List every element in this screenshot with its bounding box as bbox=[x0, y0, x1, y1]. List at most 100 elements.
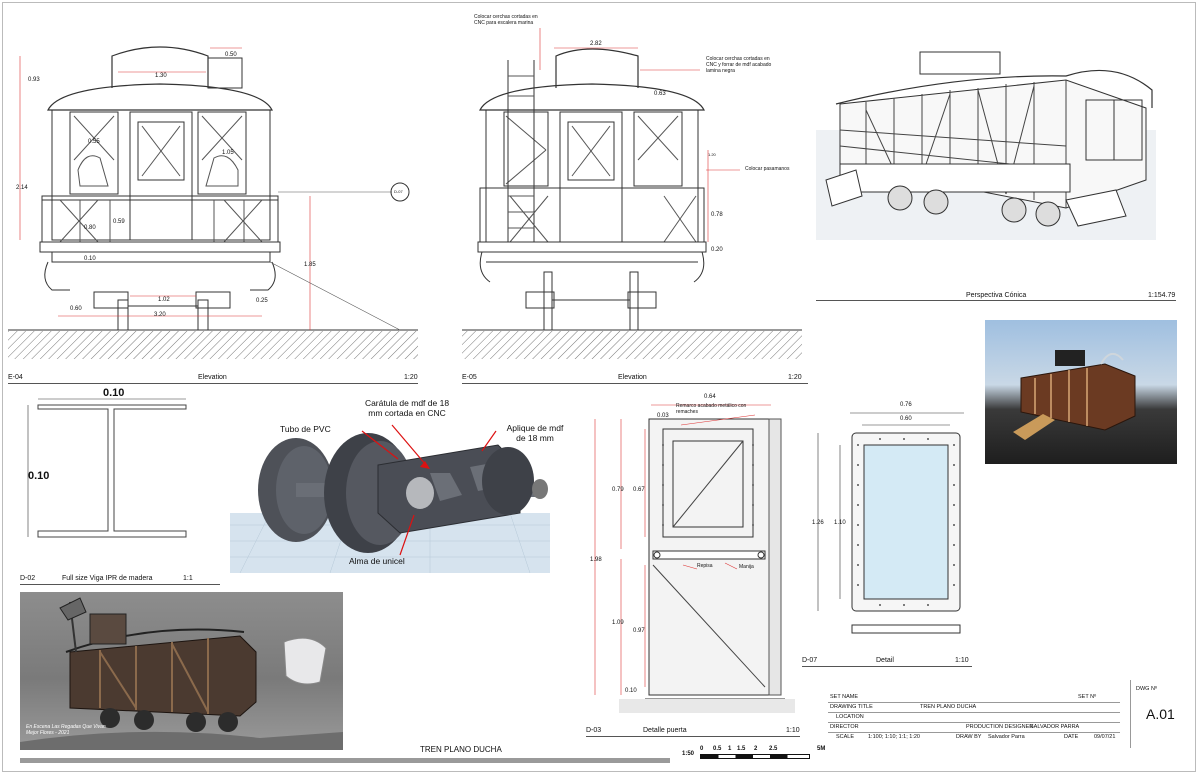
drawing-scale: 1:20 bbox=[788, 374, 802, 381]
drawing-title: Elevation bbox=[618, 374, 647, 381]
tb-label: SET Nº bbox=[1078, 694, 1097, 700]
title-block-row: DIRECTOR PRODUCTION DESIGNER SALVADOR PA… bbox=[828, 722, 1120, 733]
tb-value: Salvador Parra bbox=[988, 734, 1025, 740]
drawing-scale: 1:20 bbox=[404, 374, 418, 381]
dim-label: 1.20 bbox=[708, 152, 716, 157]
tb-label: DATE bbox=[1064, 734, 1079, 740]
drawing-title: Detail bbox=[876, 657, 894, 664]
drawing-code: D-02 bbox=[20, 575, 36, 582]
dwg-number: A.01 bbox=[1146, 706, 1175, 722]
tb-label: DIRECTOR bbox=[830, 724, 859, 730]
dim-label: 0.60 bbox=[900, 416, 912, 422]
dim-label: 1.26 bbox=[812, 520, 824, 526]
ipr-beam-drawing bbox=[27, 398, 187, 538]
dim-label: 0.10 bbox=[103, 387, 125, 399]
dim-label: 0.79 bbox=[612, 487, 624, 493]
tb-label: SCALE bbox=[836, 734, 855, 740]
dim-label: 0.60 bbox=[70, 306, 82, 312]
elevation-left-drawing bbox=[8, 46, 418, 359]
scale-ratio: 1:50 bbox=[682, 751, 695, 757]
drawing-title: Detalle puerta bbox=[643, 727, 687, 734]
annotation-note: Colocar pasamanos bbox=[745, 166, 790, 172]
dim-label: 3.20 bbox=[154, 312, 166, 318]
title-block-row: DRAWING TITLE TREN PLANO DUCHA bbox=[828, 702, 1120, 713]
dim-label: 1.05 bbox=[222, 150, 234, 156]
caption-line bbox=[462, 383, 808, 384]
dim-label: 0.10 bbox=[625, 688, 637, 694]
drawing-title: Elevation bbox=[198, 374, 227, 381]
dim-label: 0.78 bbox=[711, 212, 723, 218]
scale-tick: 0.5 bbox=[713, 746, 722, 752]
scale-tick: 2.5 bbox=[769, 746, 778, 752]
bogie-label: Carátula de mdf de 18 mm cortada en CNC bbox=[364, 398, 450, 418]
scale-tick: 2 bbox=[754, 746, 758, 752]
perspective-drawing bbox=[816, 51, 1156, 240]
door-detail-drawing bbox=[594, 404, 795, 713]
dim-label: 2.82 bbox=[590, 41, 602, 47]
drawing-scale: 1:154.79 bbox=[1148, 292, 1176, 299]
annotation-note: Colocar cerchas cortadas en CNC y forrar… bbox=[706, 56, 772, 74]
drawing-scale: 1:10 bbox=[786, 727, 800, 734]
section-marker: D-07 bbox=[394, 189, 403, 194]
sheet-title-bar bbox=[20, 758, 670, 763]
render-image bbox=[985, 320, 1177, 464]
dim-label: 1.10 bbox=[834, 520, 846, 526]
dim-label: 0.76 bbox=[900, 402, 912, 408]
drawing-code: D-07 bbox=[802, 657, 818, 664]
dim-label: 1.30 bbox=[155, 73, 167, 79]
dwg-label: DWG Nº bbox=[1136, 686, 1157, 692]
tb-label: PRODUCTION DESIGNER bbox=[966, 724, 1034, 730]
tb-value: TREN PLANO DUCHA bbox=[920, 704, 977, 710]
dim-label: 1.09 bbox=[612, 620, 624, 626]
annotation-note: Colocar cerchas cortadas en CNC para esc… bbox=[474, 14, 538, 26]
sheet-title: TREN PLANO DUCHA bbox=[420, 745, 502, 754]
title-block-row: SCALE 1:100; 1:10; 1:1; 1:20 DRAW BY Sal… bbox=[828, 732, 1120, 742]
dim-label: 0.97 bbox=[633, 628, 645, 634]
dim-label: 0.50 bbox=[225, 52, 237, 58]
caption-line bbox=[816, 300, 1176, 301]
tb-label: DRAWING TITLE bbox=[830, 704, 873, 710]
bogie-render bbox=[230, 424, 550, 574]
drawing-code: E-05 bbox=[462, 374, 477, 381]
drawing-code: D-03 bbox=[586, 727, 602, 734]
annotation-note: Manija bbox=[739, 564, 754, 570]
dim-label: 0.67 bbox=[633, 487, 645, 493]
dim-label: 1.02 bbox=[158, 297, 170, 303]
dim-label: 0.93 bbox=[28, 77, 40, 83]
tb-label: DRAW BY bbox=[956, 734, 982, 740]
dim-label: 0.25 bbox=[256, 298, 268, 304]
caption-line bbox=[586, 736, 800, 737]
scale-unit: 5M bbox=[817, 746, 826, 752]
dim-label: 0.10 bbox=[28, 470, 50, 482]
dim-label: 0.55 bbox=[88, 139, 100, 145]
annotation-note: Repisa bbox=[697, 563, 713, 569]
dim-label: 2.14 bbox=[16, 185, 28, 191]
scale-tick: 1 bbox=[728, 746, 732, 752]
tb-value: SALVADOR PARRA bbox=[1030, 724, 1080, 730]
tb-value: 09/07/21 bbox=[1094, 734, 1116, 740]
scale-bar bbox=[700, 754, 810, 759]
window-detail-drawing bbox=[817, 412, 964, 634]
caption-line bbox=[802, 666, 972, 667]
dim-label: 0.59 bbox=[113, 219, 125, 225]
tb-label: LOCATION bbox=[836, 714, 864, 720]
dim-label: 0.10 bbox=[84, 256, 96, 262]
dim-label: 0.20 bbox=[711, 247, 723, 253]
title-block-row: SET NAME SET Nº bbox=[828, 692, 1120, 703]
elevation-right-drawing bbox=[462, 28, 802, 359]
scale-tick: 0 bbox=[700, 746, 704, 752]
caption-line bbox=[20, 584, 220, 585]
bogie-label: Alma de unicel bbox=[349, 556, 405, 566]
bogie-label: Aplique de mdf de 18 mm bbox=[506, 423, 564, 443]
drawing-title: Perspectiva Cónica bbox=[966, 292, 1027, 299]
drawing-code: E-04 bbox=[8, 374, 23, 381]
dim-label: 0.03 bbox=[657, 413, 669, 419]
dim-label: 1.85 bbox=[304, 262, 316, 268]
drawing-title: Full size Viga IPR de madera bbox=[62, 575, 153, 582]
tb-value: 1:100; 1:10; 1:1; 1:20 bbox=[868, 734, 920, 740]
drawing-scale: 1:10 bbox=[955, 657, 969, 664]
drawing-scale: 1:1 bbox=[183, 575, 193, 582]
annotation-note: Remarco acabado metálico con remaches bbox=[676, 403, 747, 415]
scale-tick: 1.5 bbox=[737, 746, 746, 752]
